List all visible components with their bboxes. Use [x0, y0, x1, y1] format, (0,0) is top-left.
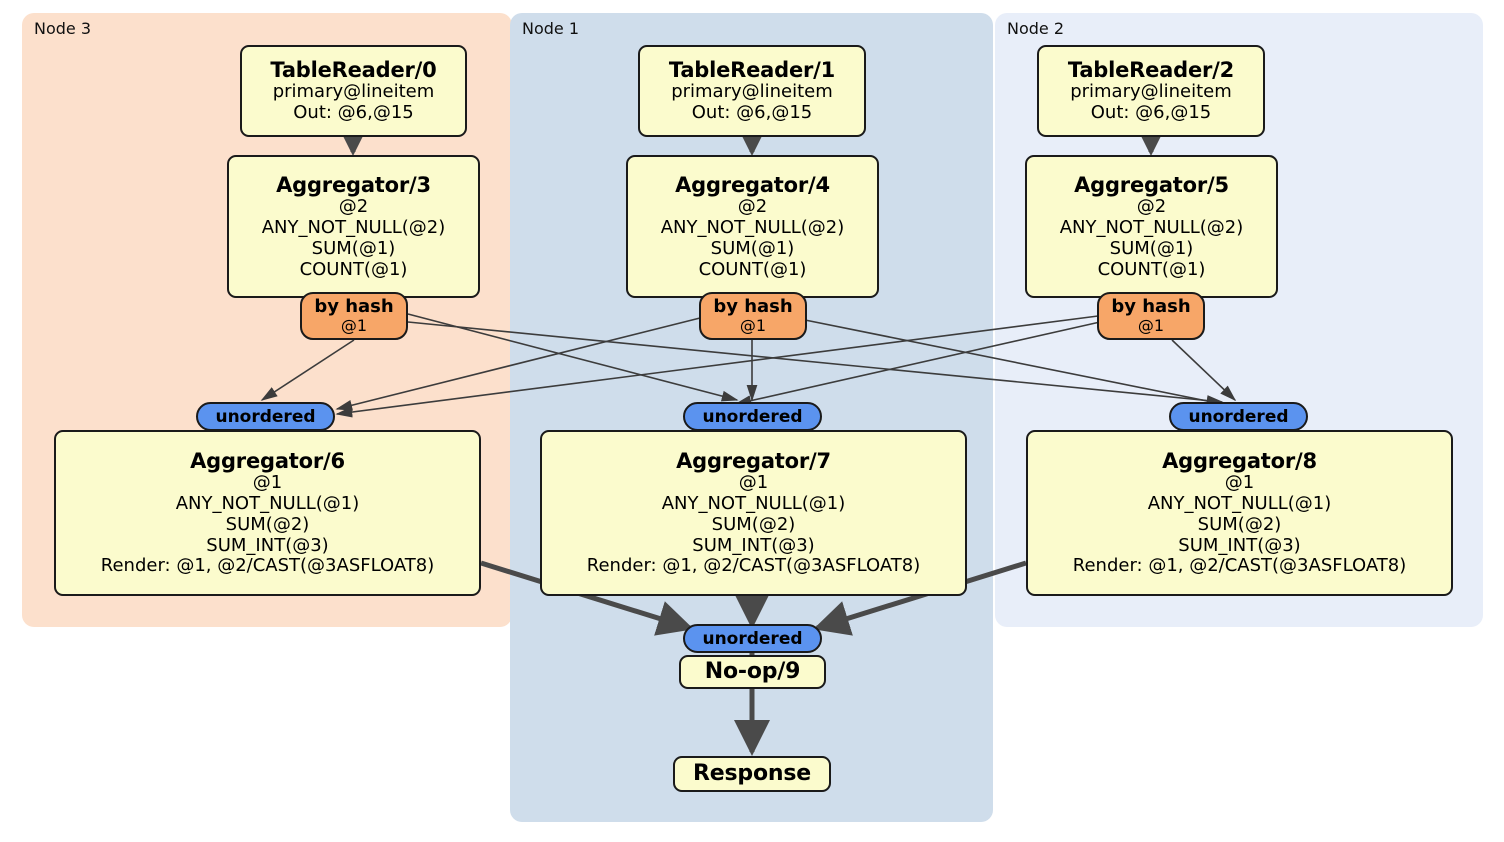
node-line: SUM(@2) [225, 513, 310, 535]
router-by-hash-3[interactable]: by hash @1 [300, 292, 408, 340]
node-aggregator-7[interactable]: Aggregator/7 @1 ANY_NOT_NULL(@1) SUM(@2)… [540, 430, 967, 596]
node-line: ANY_NOT_NULL(@1) [1147, 492, 1332, 514]
node-aggregator-3[interactable]: Aggregator/3 @2 ANY_NOT_NULL(@2) SUM(@1)… [227, 155, 480, 298]
router-title: by hash [314, 295, 394, 317]
node-tablereader-0[interactable]: TableReader/0 primary@lineitem Out: @6,@… [240, 45, 467, 137]
synchronizer-label: unordered [702, 628, 803, 649]
synchronizer-label: unordered [1188, 406, 1289, 427]
router-column: @1 [1137, 316, 1165, 336]
synchronizer-label: unordered [215, 406, 316, 427]
synchronizer-unordered-7[interactable]: unordered [683, 402, 822, 431]
node-title: Aggregator/6 [190, 448, 345, 473]
node-title: Response [693, 761, 811, 787]
node-panel-label: Node 3 [34, 19, 92, 38]
router-by-hash-5[interactable]: by hash @1 [1097, 292, 1205, 340]
node-line: SUM(@2) [1197, 513, 1282, 535]
node-line: SUM(@1) [710, 237, 795, 259]
node-line: ANY_NOT_NULL(@1) [661, 492, 846, 514]
node-aggregator-6[interactable]: Aggregator/6 @1 ANY_NOT_NULL(@1) SUM(@2)… [54, 430, 481, 596]
node-line: SUM(@1) [311, 237, 396, 259]
node-line: Out: @6,@15 [691, 102, 813, 124]
node-aggregator-4[interactable]: Aggregator/4 @2 ANY_NOT_NULL(@2) SUM(@1)… [626, 155, 879, 298]
node-line: COUNT(@1) [698, 258, 807, 280]
node-line: SUM(@2) [711, 513, 796, 535]
node-aggregator-8[interactable]: Aggregator/8 @1 ANY_NOT_NULL(@1) SUM(@2)… [1026, 430, 1453, 596]
node-no-op-9[interactable]: No-op/9 [679, 655, 826, 689]
node-line: primary@lineitem [1070, 81, 1232, 103]
router-column: @1 [340, 316, 368, 336]
node-line: Out: @6,@15 [293, 102, 414, 124]
node-line-render: Render: @1, @2/CAST(@3ASFLOAT8) [1072, 555, 1407, 577]
node-line: SUM_INT(@3) [1178, 534, 1301, 556]
synchronizer-unordered-8[interactable]: unordered [1169, 402, 1308, 431]
node-line: @2 [737, 195, 768, 217]
node-line: SUM(@1) [1109, 237, 1194, 259]
router-column: @1 [739, 316, 767, 336]
node-line: @1 [252, 471, 283, 493]
node-line: ANY_NOT_NULL(@2) [1059, 216, 1244, 238]
node-line: SUM_INT(@3) [206, 534, 329, 556]
node-title: Aggregator/5 [1074, 172, 1229, 197]
node-panel-label: Node 1 [522, 19, 580, 38]
node-line: @2 [338, 195, 369, 217]
node-line: @1 [1224, 471, 1255, 493]
node-line: primary@lineitem [272, 81, 435, 103]
node-tablereader-2[interactable]: TableReader/2 primary@lineitem Out: @6,@… [1037, 45, 1265, 137]
node-line-render: Render: @1, @2/CAST(@3ASFLOAT8) [586, 555, 921, 577]
node-panel-label: Node 2 [1007, 19, 1065, 38]
node-line: ANY_NOT_NULL(@2) [261, 216, 446, 238]
node-title: TableReader/1 [668, 57, 836, 82]
node-line: @2 [1136, 195, 1167, 217]
node-tablereader-1[interactable]: TableReader/1 primary@lineitem Out: @6,@… [638, 45, 866, 137]
node-line: ANY_NOT_NULL(@2) [660, 216, 845, 238]
synchronizer-label: unordered [702, 406, 803, 427]
node-response[interactable]: Response [673, 756, 831, 792]
node-title: TableReader/2 [1067, 57, 1235, 82]
node-line: ANY_NOT_NULL(@1) [175, 492, 360, 514]
synchronizer-unordered-final[interactable]: unordered [683, 624, 822, 653]
node-title: Aggregator/7 [676, 448, 831, 473]
synchronizer-unordered-6[interactable]: unordered [196, 402, 335, 431]
node-title: No-op/9 [704, 659, 801, 685]
router-title: by hash [1111, 295, 1191, 317]
node-line: SUM_INT(@3) [692, 534, 815, 556]
node-title: Aggregator/8 [1162, 448, 1317, 473]
router-title: by hash [713, 295, 793, 317]
node-line-render: Render: @1, @2/CAST(@3ASFLOAT8) [100, 555, 435, 577]
node-title: Aggregator/3 [276, 172, 431, 197]
node-line: @1 [738, 471, 769, 493]
node-title: Aggregator/4 [675, 172, 830, 197]
node-line: primary@lineitem [671, 81, 833, 103]
node-line: Out: @6,@15 [1090, 102, 1212, 124]
node-aggregator-5[interactable]: Aggregator/5 @2 ANY_NOT_NULL(@2) SUM(@1)… [1025, 155, 1278, 298]
node-line: COUNT(@1) [1097, 258, 1206, 280]
node-title: TableReader/0 [270, 57, 437, 82]
router-by-hash-4[interactable]: by hash @1 [699, 292, 807, 340]
node-line: COUNT(@1) [299, 258, 408, 280]
